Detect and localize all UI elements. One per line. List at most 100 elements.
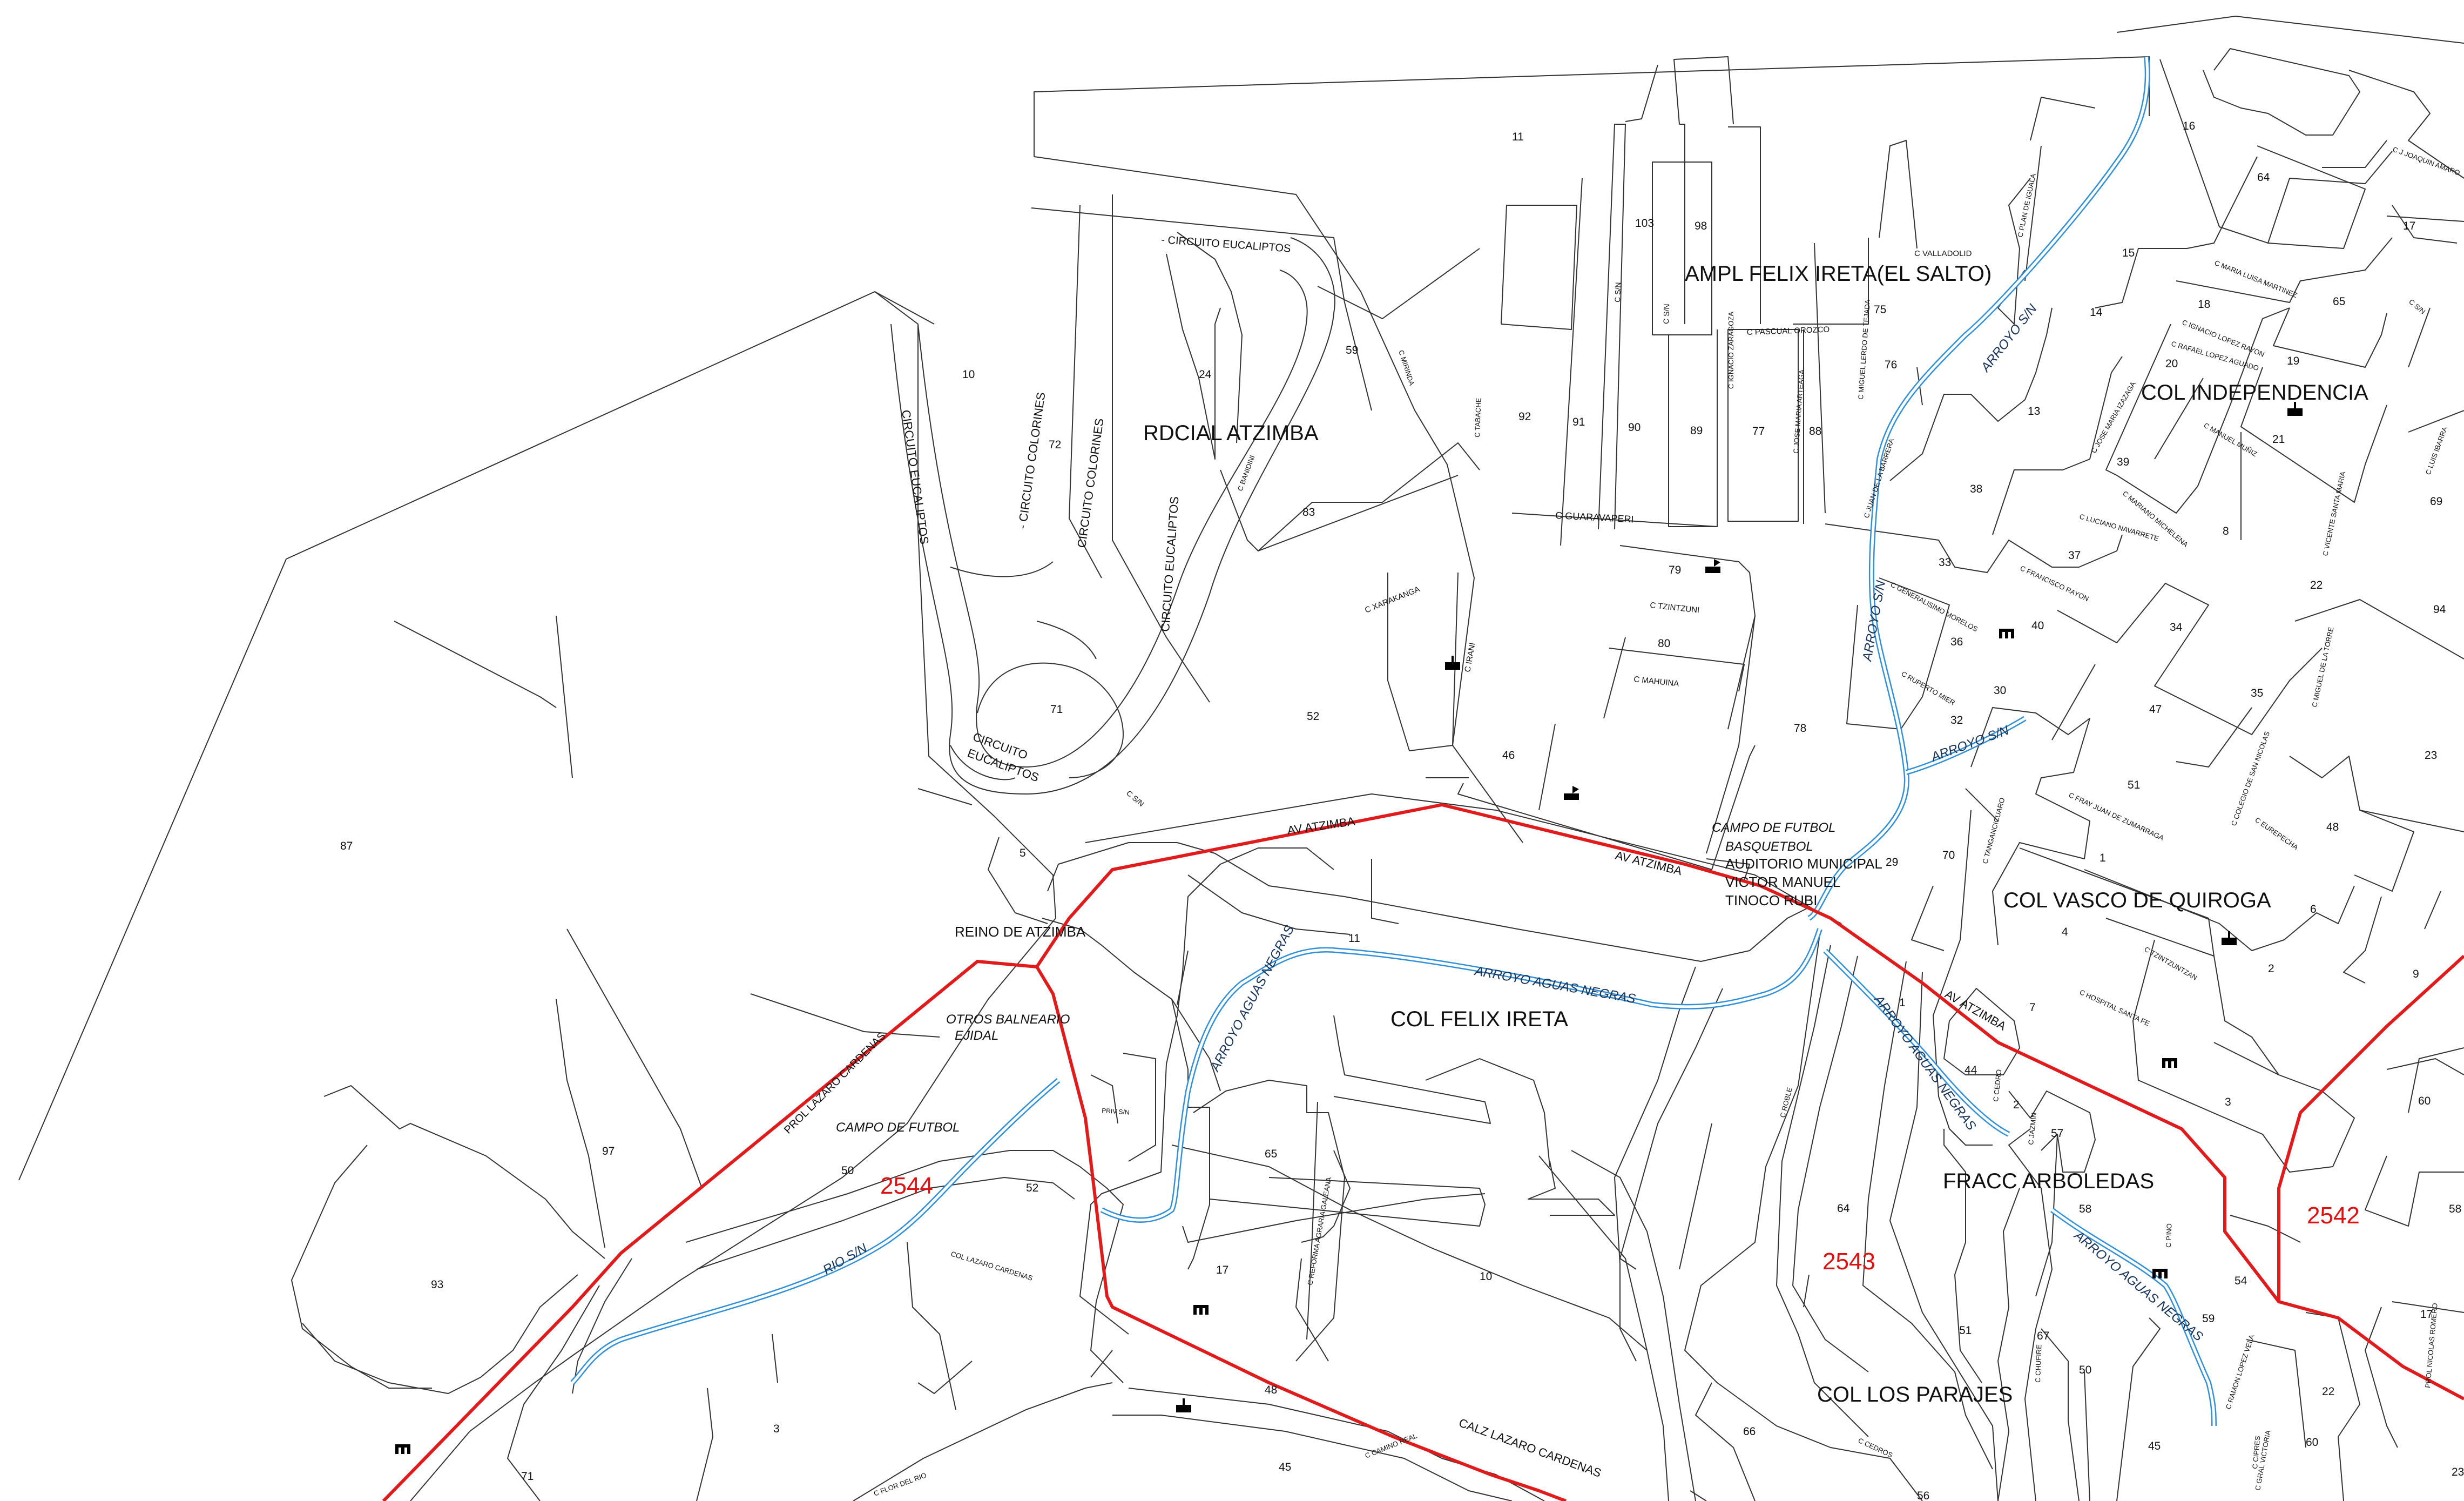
- block-number: 92: [1518, 410, 1531, 423]
- block-number: 22: [2322, 1385, 2334, 1398]
- street-label: C VALLADOLID: [1914, 249, 1972, 258]
- block-number: 37: [2068, 549, 2081, 562]
- block-number: 45: [2148, 1440, 2161, 1452]
- block-number: 7: [2029, 1001, 2036, 1014]
- street-label: C JAZMIN: [2027, 1112, 2038, 1145]
- street-label: C MIRINDA: [1397, 349, 1416, 387]
- block-number: 10: [962, 368, 975, 381]
- block-number: 30: [1994, 684, 2006, 697]
- block-number: 60: [2418, 1095, 2431, 1107]
- street-label: C S/N: [1662, 304, 1671, 324]
- church-icon: [1445, 656, 1460, 670]
- block-number: 16: [2183, 120, 2195, 132]
- road-labels: AV ATZIMBA AV ATZIMBA AV ATZIMBA CALZ LA…: [782, 301, 2206, 1480]
- block-number: 38: [1970, 483, 1982, 495]
- block-number: 65: [1265, 1148, 1277, 1160]
- block-number: 60: [2306, 1436, 2318, 1449]
- street-label: C MAHUINA: [1633, 675, 1679, 689]
- flag-icon: [1705, 559, 1720, 573]
- block-number: 51: [1959, 1324, 1972, 1337]
- block-number: 80: [1658, 637, 1670, 650]
- block-number: 98: [1695, 220, 1707, 232]
- sector-label: 2544: [880, 1173, 933, 1199]
- block-number: 52: [1307, 710, 1319, 723]
- street-label: C GUARAVAPERI: [1555, 510, 1634, 525]
- block-number: 8: [2223, 525, 2229, 537]
- street-label: C EUREPECHA: [2253, 816, 2300, 851]
- block-number: 3: [2225, 1096, 2231, 1108]
- block-number: 51: [2128, 779, 2140, 791]
- map-symbols: [395, 402, 2303, 1454]
- school-icon: [395, 1444, 410, 1454]
- block-number: 75: [1874, 304, 1886, 316]
- block-number: 58: [2079, 1203, 2091, 1215]
- colonia-label: COL INDEPENDENCIA: [2141, 381, 2368, 405]
- school-icon: [2162, 1058, 2177, 1068]
- block-number: 3: [773, 1423, 780, 1435]
- street-label: C J JOAQUIN AMARO: [2392, 145, 2461, 177]
- block-number: 67: [2037, 1330, 2049, 1342]
- block-number: 87: [340, 840, 353, 852]
- block-number: 39: [2117, 456, 2129, 468]
- street-label: C CHUFIRE: [2034, 1344, 2043, 1383]
- main-roads: [382, 803, 2464, 1501]
- street-label: C S/N: [2407, 298, 2427, 316]
- block-number: 77: [1752, 425, 1765, 437]
- block-number: 6: [2310, 903, 2317, 916]
- arroyo-label: RIO S/N: [821, 1241, 870, 1277]
- block-number: 2: [2013, 1099, 2020, 1111]
- colonia-label: AMPL FELIX IRETA(EL SALTO): [1685, 262, 1992, 286]
- block-number: 33: [1939, 556, 1951, 569]
- block-number: 64: [2257, 171, 2270, 184]
- sector-label: 2542: [2307, 1202, 2360, 1229]
- church-icon: [2222, 931, 2237, 945]
- block-number: 83: [1302, 506, 1315, 519]
- school-icon: [1999, 629, 2014, 638]
- block-number: 44: [1965, 1064, 1977, 1076]
- place-label: REINO DE ATZIMBA: [955, 924, 1086, 940]
- colonia-label: COL FELIX IRETA: [1390, 1007, 1568, 1031]
- block-number: 2: [2268, 962, 2274, 975]
- block-number: 29: [1886, 856, 1898, 869]
- sector-label: 2543: [1822, 1248, 1875, 1275]
- block-number: 45: [1279, 1461, 1291, 1473]
- street-label: C VICENTE SANTA MARIA: [2321, 470, 2347, 556]
- church-icon: [2287, 402, 2303, 416]
- place-label: OTROS BALNEARIO: [946, 1012, 1070, 1027]
- block-number: 64: [1837, 1202, 1850, 1215]
- street-label: CIRCUITO COLORINES: [1075, 418, 1106, 549]
- block-number: 79: [1669, 564, 1681, 576]
- block-number: 9: [2413, 968, 2419, 980]
- street-label: C RAMON LOPEZ VELA: [2224, 1334, 2256, 1410]
- church-icon: [1176, 1398, 1191, 1412]
- street-label: CIRCUITO EUCALIPTOS: [1158, 496, 1181, 632]
- block-number: 11: [1512, 131, 1524, 143]
- colonia-label: COL LOS PARAJES: [1817, 1383, 2013, 1406]
- street-label: C PASCUAL OROZCO: [1747, 325, 1830, 337]
- block-number: 59: [1346, 344, 1358, 356]
- block-number: 89: [1690, 425, 1703, 437]
- block-number: 36: [1950, 636, 1963, 648]
- block-number: 24: [1199, 368, 1212, 381]
- road-label: AV ATZIMBA: [1614, 849, 1684, 878]
- road-label: AV ATZIMBA: [1286, 815, 1356, 837]
- colonia-label: COL VASCO DE QUIROGA: [2003, 889, 2271, 912]
- block-number: 40: [2031, 620, 2044, 632]
- place-label: VICTOR MANUEL: [1725, 874, 1840, 890]
- street-label: C IGNACIO ZARAGOZA: [1727, 312, 1735, 389]
- street-label: C TABACHE: [1473, 398, 1483, 437]
- street-label: C BANIDINI: [1236, 454, 1257, 492]
- block-number: 56: [1917, 1490, 1929, 1501]
- arroyo-layer: [570, 56, 2217, 1426]
- block-number: 4: [2062, 926, 2068, 938]
- block-number: 72: [1049, 439, 1061, 451]
- street-label: C S/N: [1125, 789, 1146, 808]
- place-label: CAMPO DE FUTBOL: [836, 1120, 960, 1135]
- place-label: BASQUETBOL: [1725, 839, 1813, 854]
- block-number: 23: [2452, 1466, 2464, 1478]
- block-number: 97: [602, 1145, 615, 1157]
- block-number: 13: [2028, 405, 2040, 418]
- arroyo-label: ARROYO AGUAS NEGRAS: [1473, 964, 1637, 1006]
- block-number: 17: [1216, 1264, 1228, 1276]
